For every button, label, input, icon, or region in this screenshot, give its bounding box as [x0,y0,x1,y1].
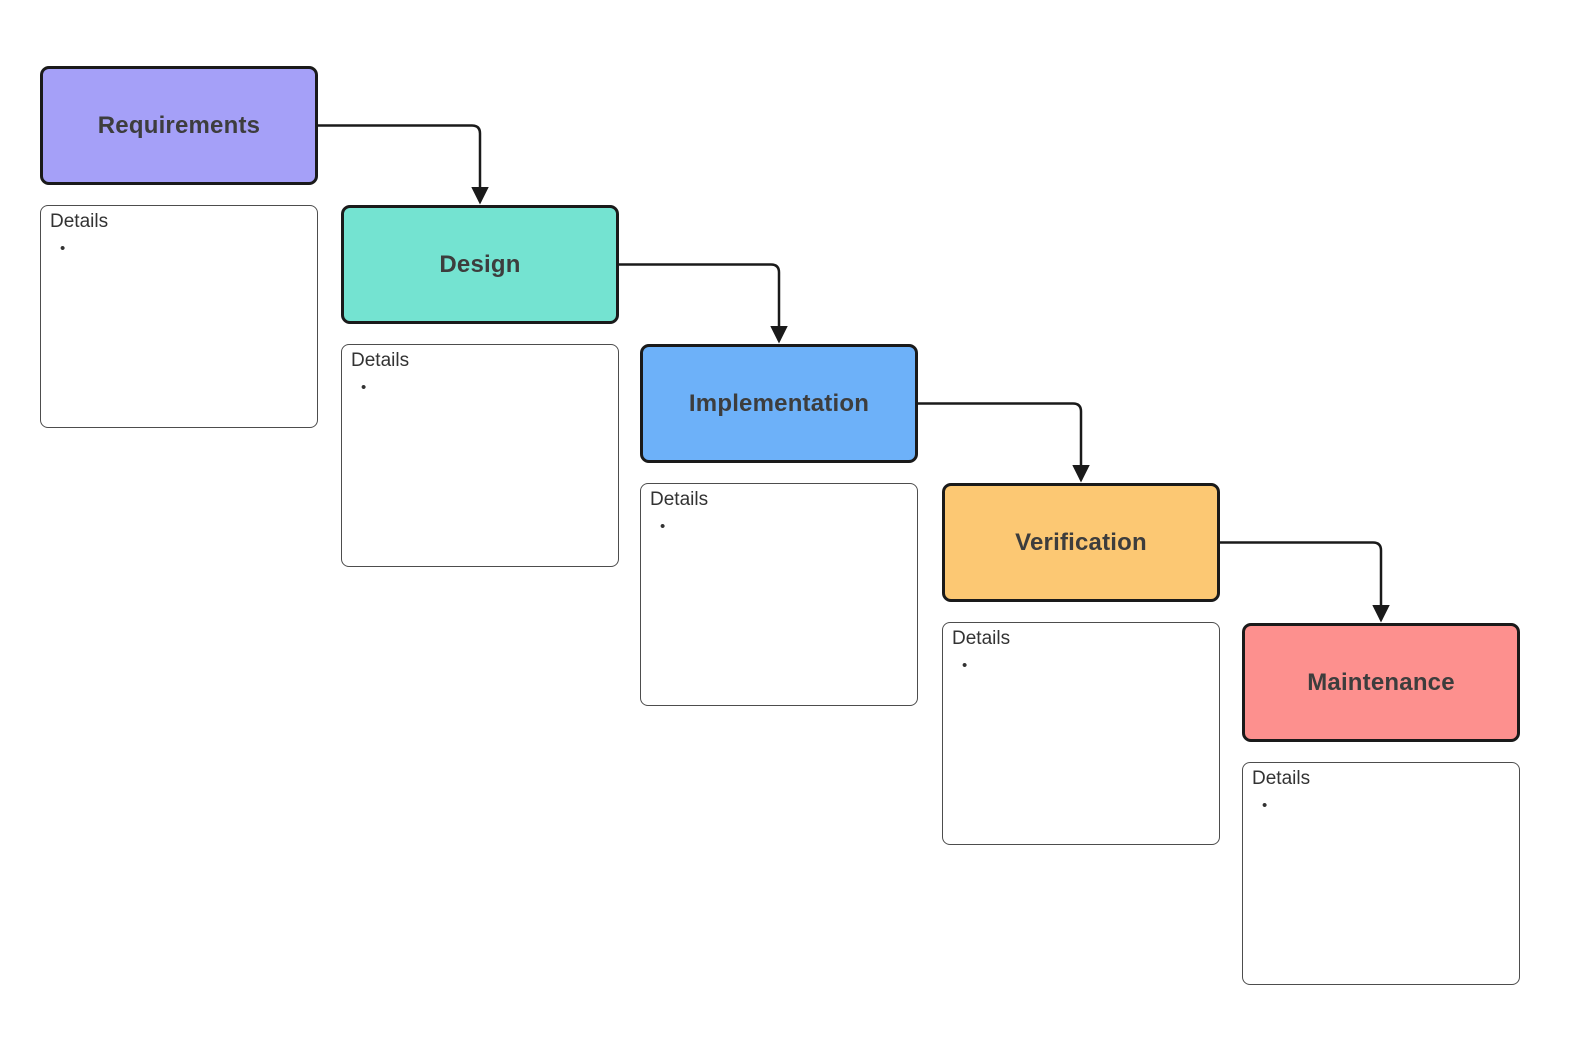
details-box-maintenance[interactable]: Details • [1242,762,1520,985]
details-bullet: • [962,657,968,674]
phase-label-design: Design [439,250,521,278]
details-bullet: • [660,518,666,535]
details-box-implementation[interactable]: Details • [640,483,918,706]
phase-box-verification[interactable]: Verification [942,483,1220,602]
details-bullet: • [60,240,66,257]
phase-label-requirements: Requirements [97,111,261,139]
connector-verification-to-maintenance [1220,541,1390,623]
details-box-verification[interactable]: Details • [942,622,1220,845]
phase-label-implementation: Implementation [688,389,870,417]
connector-implementation-to-verification [918,402,1090,483]
phase-label-verification: Verification [1015,528,1147,556]
details-title: Details [1252,768,1311,789]
phase-box-maintenance[interactable]: Maintenance [1242,623,1520,742]
phase-box-design[interactable]: Design [341,205,619,324]
details-title: Details [351,350,410,371]
connector-requirements-to-design [318,124,489,205]
details-title: Details [650,489,709,510]
connector-design-to-implementation [619,263,788,344]
details-title: Details [952,628,1011,649]
phase-box-requirements[interactable]: Requirements [40,66,318,185]
details-box-requirements[interactable]: Details • [40,205,318,428]
details-bullet: • [1262,797,1268,814]
phase-box-implementation[interactable]: Implementation [640,344,918,463]
details-box-design[interactable]: Details • [341,344,619,567]
phase-label-maintenance: Maintenance [1307,668,1455,696]
details-title: Details [50,211,109,232]
details-bullet: • [361,379,367,396]
